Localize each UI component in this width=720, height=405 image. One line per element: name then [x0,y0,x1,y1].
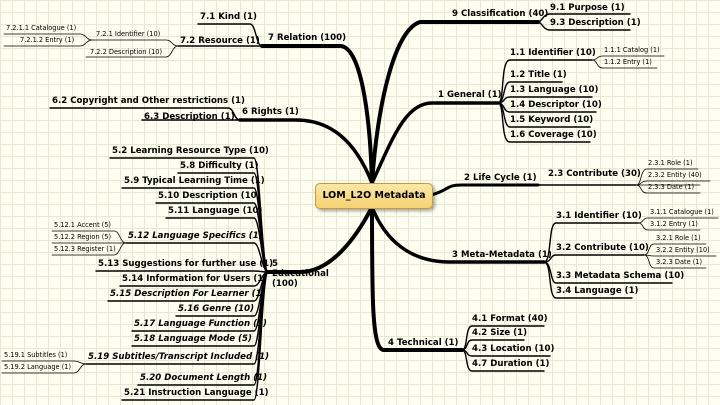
node-9-1[interactable]: 9.1 Purpose (1) [550,3,625,13]
edge-center-1 [370,101,500,185]
node-3-1-1[interactable]: 3.1.1 Catalogue (1) [650,208,714,216]
node-1-5[interactable]: 1.5 Keyword (10) [510,115,594,125]
node-7-2-1-1[interactable]: 7.2.1.1 Catalogue (1) [6,24,77,32]
node-5-8[interactable]: 5.8 Difficulty (1) [180,161,259,171]
node-7-2-1[interactable]: 7.2.1 Identifier (10) [96,30,161,38]
node-1-6[interactable]: 1.6 Coverage (10) [510,130,597,140]
node-9-3[interactable]: 9.3 Description (1) [550,18,641,28]
node-3-2-2[interactable]: 3.2.2 Entity (10) [656,246,710,254]
node-1-4[interactable]: 1.4 Descriptor (10) [510,100,602,110]
node-5-9[interactable]: 5.9 Typical Learning Time (1) [124,176,265,186]
node-3-4[interactable]: 3.4 Language (1) [556,286,639,296]
node-5-10[interactable]: 5.10 Description (10) [158,191,261,201]
node-5-16[interactable]: 5.16 Genre (10) [178,304,255,314]
node-9-classification[interactable]: 9 Classification (40) [452,9,549,19]
edge-center-6 [238,118,374,185]
node-1-2[interactable]: 1.2 Title (1) [510,70,567,80]
node-1-3[interactable]: 1.3 Language (10) [510,85,599,95]
node-1-1-2[interactable]: 1.1.2 Entry (1) [604,58,652,66]
node-5-19-1[interactable]: 5.19.1 Subtitles (1) [4,351,68,359]
node-7-relation[interactable]: 7 Relation (100) [268,33,347,43]
node-2-life-cycle[interactable]: 2 Life Cycle (1) [464,173,537,183]
edge-center-2 [429,183,540,197]
node-5-19-2[interactable]: 5.19.2 Language (1) [4,363,72,371]
node-5-12[interactable]: 5.12 Language Specifics (1) [128,231,263,241]
node-1-1-1[interactable]: 1.1.1 Catalog (1) [604,46,660,54]
node-3-2-3[interactable]: 3.2.3 Date (1) [656,258,703,266]
node-5-11[interactable]: 5.11 Language (10) [168,206,263,216]
node-6-3[interactable]: 6.3 Description (1) [144,112,235,122]
node-3-2[interactable]: 3.2 Contribute (10) [556,243,649,253]
node-5-21[interactable]: 5.21 Instruction Language (1) [124,388,269,398]
node-5-18[interactable]: 5.18 Language Mode (5) [134,334,252,344]
node-5-15[interactable]: 5.15 Description For Learner (1) [110,289,266,299]
node-4-7[interactable]: 4.7 Duration (1) [472,359,550,369]
node-5-educational[interactable]: 5 Educational (100) [272,259,329,289]
node-5-2[interactable]: 5.2 Learning Resource Type (10) [112,146,269,156]
node-3-1-2[interactable]: 3.1.2 Entry (1) [650,220,698,228]
node-5-14[interactable]: 5.14 Information for Users (1) [122,274,268,284]
node-2-3-2[interactable]: 2.3.2 Entity (40) [648,171,702,179]
edge-center-3 [370,205,546,264]
node-6-2[interactable]: 6.2 Copyright and Other restrictions (1) [52,96,245,106]
node-7-2[interactable]: 7.2 Resource (1) [180,36,260,46]
edge-center-9 [370,20,540,185]
node-1-general[interactable]: 1 General (1) [438,90,502,100]
node-7-1[interactable]: 7.1 Kind (1) [200,12,257,22]
node-5-17[interactable]: 5.17 Language Function (5) [134,319,267,329]
edge-center-5 [266,205,374,274]
node-3-1[interactable]: 3.1 Identifier (10) [556,211,642,221]
node-3-2-1[interactable]: 3.2.1 Role (1) [656,234,701,242]
node-1-1[interactable]: 1.1 Identifier (10) [510,48,596,58]
node-2-3[interactable]: 2.3 Contribute (30) [548,169,641,179]
edge-center-7 [260,44,374,185]
node-5-12-3[interactable]: 5.12.3 Register (1) [54,245,116,253]
node-4-2[interactable]: 4.2 Size (1) [472,328,528,338]
node-6-rights[interactable]: 6 Rights (1) [242,107,299,117]
node-3-meta-metadata[interactable]: 3 Meta-Metadata (1) [452,250,552,260]
node-3-3[interactable]: 3.3 Metadata Schema (10) [556,271,685,281]
node-5-19[interactable]: 5.19 Subtitles/Transcript Included (1) [88,352,269,362]
node-5-20[interactable]: 5.20 Document Length (1) [140,373,268,383]
node-7-2-1-2[interactable]: 7.2.1.2 Entry (1) [20,36,75,44]
node-4-3[interactable]: 4.3 Location (10) [472,344,555,354]
node-4-1[interactable]: 4.1 Format (40) [472,314,548,324]
node-5-12-1[interactable]: 5.12.1 Accent (5) [54,221,111,229]
node-4-technical[interactable]: 4 Technical (1) [388,338,459,348]
edge-center-4 [370,205,464,352]
node-5-13[interactable]: 5.13 Suggestions for further use (1) [98,259,274,269]
node-2-3-3[interactable]: 2.3.3 Date (1) [648,183,695,191]
node-7-2-2[interactable]: 7.2.2 Description (10) [90,48,163,56]
node-2-3-1[interactable]: 2.3.1 Role (1) [648,159,693,167]
central-node[interactable]: LOM_L2O Metadata [315,183,433,209]
node-5-12-2[interactable]: 5.12.2 Region (5) [54,233,112,241]
